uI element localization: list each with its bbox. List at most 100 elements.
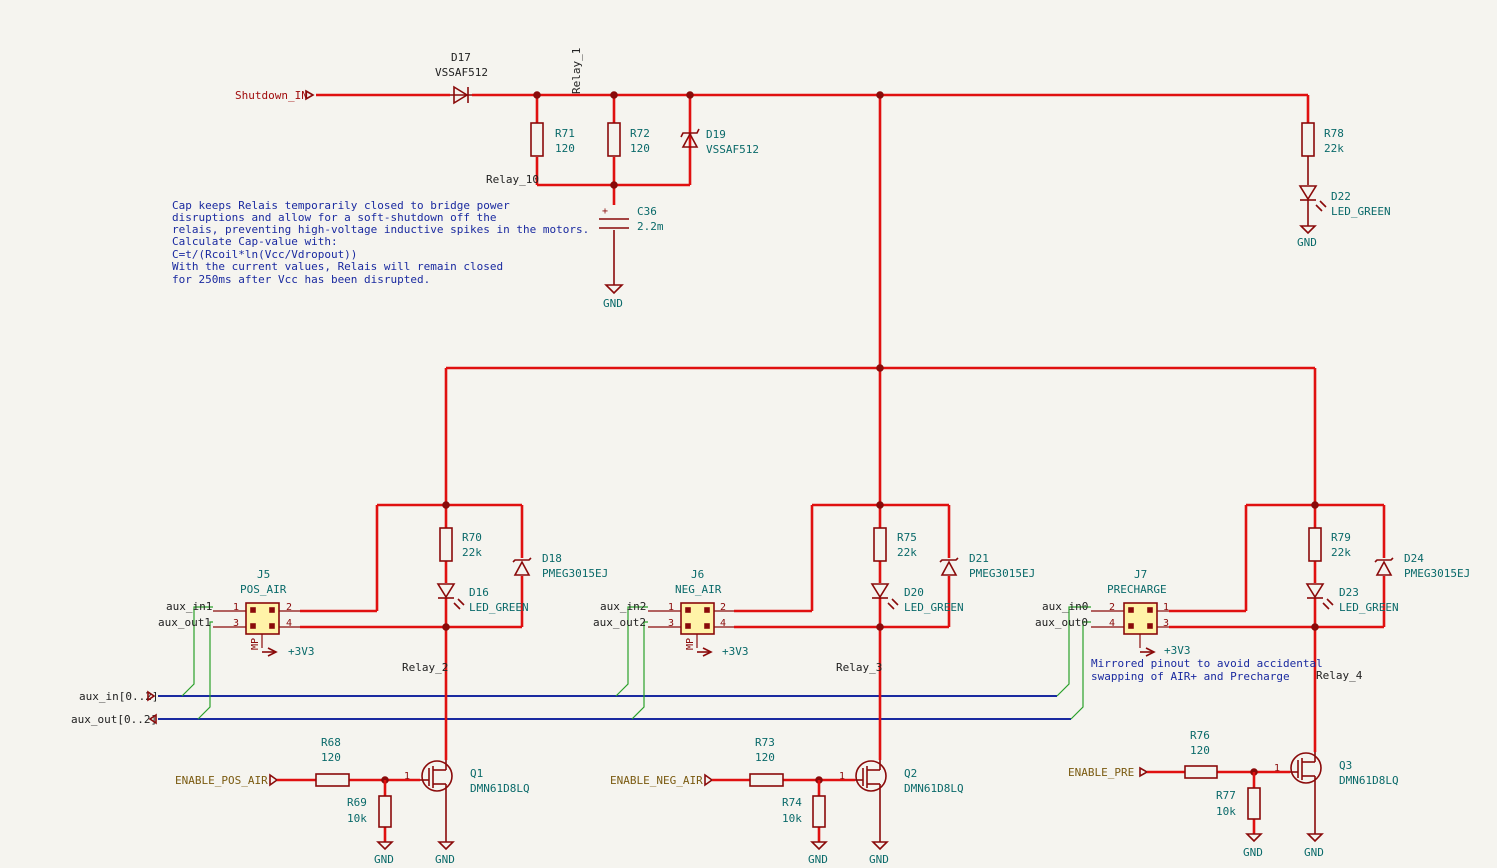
aux-in-bus-label[interactable]: aux_in[0..2] [79,690,158,703]
aux-out2-label: aux_out2 [593,616,646,629]
r74-ref: R74 [782,796,802,809]
j6-connector[interactable]: 1 3 2 4 MP J6 NEG_AIR +3V3 [648,568,749,658]
svg-text:GND: GND [808,853,828,866]
svg-text:aux_in[0..2]: aux_in[0..2] [79,690,158,703]
svg-text:+3V3: +3V3 [722,645,749,658]
d21-schottky-diode[interactable]: D21 PMEG3015EJ [939,552,1035,580]
r77-ref: R77 [1216,789,1236,802]
svg-text:ENABLE_PRE: ENABLE_PRE [1068,766,1134,779]
j6-value: NEG_AIR [675,583,722,596]
r68-resistor[interactable]: R68 120 [315,736,350,787]
svg-text:1: 1 [839,771,845,782]
aux-in1-label: aux_in1 [166,600,212,613]
r70-resistor[interactable]: R70 22k [439,527,482,562]
r74-resistor[interactable]: R74 10k GND [782,795,828,866]
svg-text:disruptions and allow for a so: disruptions and allow for a soft-shutdow… [172,211,497,224]
r68-value: 120 [321,751,341,764]
svg-text:Shutdown_IN: Shutdown_IN [235,89,308,102]
aux-out-bus-label[interactable]: aux_out[0..2] [71,713,157,726]
d20-ref: D20 [904,586,924,599]
r77-resistor[interactable]: R77 10k GND [1216,787,1263,859]
d22-value: LED_GREEN [1331,205,1391,218]
svg-text:+3V3: +3V3 [288,645,315,658]
relay-4-label: Relay_4 [1316,669,1363,682]
channel-precharge: aux_in0 aux_out0 Relay_4 Mirrored pinout… [1035,501,1386,752]
q1-mosfet[interactable]: 1 Q1 DMN61D8LQ GND [404,760,530,866]
d17-diode[interactable]: D17 VSSAF512 [435,51,488,105]
aux-out0-label: aux_out0 [1035,616,1088,629]
relay-1-label: Relay_1 [570,48,583,94]
d19-tvs-diode[interactable]: D19 VSSAF512 [680,128,759,156]
svg-text:GND: GND [603,297,623,310]
r71-ref: R71 [555,127,575,140]
svg-text:Cap keeps Relais temporarily c: Cap keeps Relais temporarily closed to b… [172,199,510,212]
svg-text:GND: GND [1297,236,1317,249]
d18-ref: D18 [542,552,562,565]
d23-led[interactable]: D23 LED_GREEN [1305,583,1399,614]
aux-out1-label: aux_out1 [158,616,211,629]
j5-value: POS_AIR [240,583,287,596]
d20-led[interactable]: D20 LED_GREEN [870,583,964,614]
r69-value: 10k [347,812,367,825]
r71-resistor[interactable]: R71 120 [530,122,575,157]
r70-value: 22k [462,546,482,559]
r68-ref: R68 [321,736,341,749]
r78-resistor[interactable]: R78 22k [1301,122,1344,185]
j7-connector[interactable]: 2 4 1 3 J7 PRECHARGE +3V3 [1091,568,1191,657]
d18-schottky-diode[interactable]: D18 PMEG3015EJ [512,552,608,580]
r69-resistor[interactable]: R69 10k GND [347,795,394,866]
q2-mosfet[interactable]: 1 Q2 DMN61D8LQ GND [839,760,964,866]
q3-mosfet[interactable]: 1 Q3 DMN61D8LQ GND [1274,752,1399,859]
r69-ref: R69 [347,796,367,809]
gnd-symbol: GND [603,284,624,310]
q2-ref: Q2 [904,767,917,780]
svg-text:2: 2 [1109,602,1115,613]
d21-value: PMEG3015EJ [969,567,1035,580]
d22-led[interactable]: D22 LED_GREEN GND [1297,185,1391,249]
shutdown-in-label[interactable]: Shutdown_IN [235,89,315,102]
svg-text:relais, preventing high-voltag: relais, preventing high-voltage inductiv… [172,223,589,236]
j6-ref: J6 [691,568,704,581]
r73-resistor[interactable]: R73 120 [749,736,784,787]
r75-value: 22k [897,546,917,559]
d22-ref: D22 [1331,190,1351,203]
mirror-note-line-2: swapping of AIR+ and Precharge [1091,670,1290,683]
svg-text:3: 3 [233,618,239,629]
r76-resistor[interactable]: R76 120 [1184,729,1218,779]
d16-ref: D16 [469,586,489,599]
enable-neg-air-label[interactable]: ENABLE_NEG_AIR [610,773,855,842]
r79-resistor[interactable]: R79 22k [1308,527,1351,562]
enable-pre-label[interactable]: ENABLE_PRE [1068,766,1290,834]
d24-schottky-diode[interactable]: D24 PMEG3015EJ [1374,552,1470,580]
q3-ref: Q3 [1339,759,1352,772]
svg-text:1: 1 [1163,602,1169,613]
d16-led[interactable]: D16 LED_GREEN [436,583,529,614]
bus-lines [158,695,1071,720]
relay-2-label: Relay_2 [402,661,448,674]
j5-connector[interactable]: 1 3 2 4 MP J5 POS_AIR +3V3 [213,568,315,658]
d19-value: VSSAF512 [706,143,759,156]
relay-10-label: Relay_10 [486,173,539,186]
svg-text:for 250ms after Vcc has been d: for 250ms after Vcc has been disrupted. [172,273,430,286]
j7-value: PRECHARGE [1107,583,1167,596]
svg-text:GND: GND [869,853,889,866]
d21-ref: D21 [969,552,989,565]
enable-pos-air-label[interactable]: ENABLE_POS_AIR [175,773,420,842]
r75-resistor[interactable]: R75 22k [873,527,917,562]
q1-value: DMN61D8LQ [470,782,530,795]
svg-text:ENABLE_POS_AIR: ENABLE_POS_AIR [175,774,268,787]
r72-resistor[interactable]: R72 120 [607,122,650,157]
c36-capacitor[interactable]: + C36 2.2m [599,205,664,285]
svg-text:4: 4 [720,618,726,629]
r79-value: 22k [1331,546,1351,559]
svg-text:Calculate Cap-value with:: Calculate Cap-value with: [172,235,338,248]
svg-text:2: 2 [286,602,292,613]
d18-value: PMEG3015EJ [542,567,608,580]
r73-ref: R73 [755,736,775,749]
q1-ref: Q1 [470,767,483,780]
d19-ref: D19 [706,128,726,141]
svg-text:GND: GND [374,853,394,866]
channel-neg-air: aux_in2 aux_out2 Relay_3 [593,501,951,760]
j7-ref: J7 [1134,568,1147,581]
